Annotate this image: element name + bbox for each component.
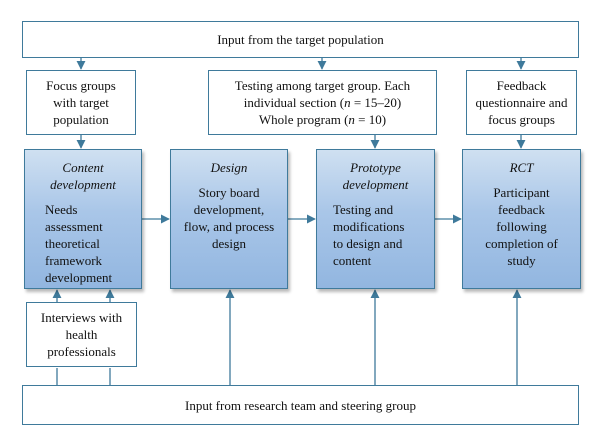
rct-stage: RCT Participant feedback following compl… [462,149,581,289]
stage-body-line: completion of [485,236,558,251]
stage-body-line: Testing and [333,202,394,217]
feedback-line: Feedback [496,78,547,93]
stage-heading-line: development [50,177,116,192]
stage-heading-line: RCT [509,160,534,175]
stage-body-line: Participant [493,185,550,200]
stage-body-line: development [45,270,113,285]
feedback-line: questionnaire and [475,95,568,110]
stage-heading: Content development [50,159,116,193]
n-symbol: n [348,112,355,127]
testing-line-3-text: Whole program ( [258,112,349,127]
testing-line-2-range: = 15–20) [350,95,402,110]
focus-groups-box: Focus groups with target population [26,70,136,135]
research-team-input-bar: Input from research team and steering gr… [22,385,579,425]
stage-body-line: assessment [45,219,103,234]
interviews-box: Interviews with health professionals [26,302,137,367]
stage-body-line: content [333,253,372,268]
content-development-stage: Content development Needs assessment the… [24,149,142,289]
testing-line-3-count: = 10) [354,112,387,127]
interviews-line: health [65,327,98,342]
target-population-input-bar: Input from the target population [22,21,579,58]
stage-body-line: Story board [198,185,260,200]
focus-groups-line: Focus groups [46,78,116,93]
research-team-input-label: Input from research team and steering gr… [184,397,417,413]
stage-body-line: design [212,236,246,251]
stage-body: Testing and modifications to design and … [317,201,405,269]
testing-box: Testing among target group. Each individ… [208,70,437,135]
testing-line-3: Whole program (n = 10) [259,111,386,128]
stage-heading-line: Prototype [350,160,401,175]
prototype-development-stage: Prototype development Testing and modifi… [316,149,435,289]
testing-line-2-text: individual section ( [243,95,345,110]
design-stage: Design Story board development, flow, an… [170,149,288,289]
stage-body-line: development, [193,202,265,217]
interviews-line: professionals [47,344,116,359]
stage-body-line: Needs [45,202,78,217]
stage-body-line: to design and [333,236,403,251]
focus-groups-line: with target [53,95,109,110]
stage-heading: Design [211,159,248,176]
interviews-line: Interviews with [40,310,123,325]
stage-heading-line: development [342,177,409,192]
stage-body-line: theoretical [45,236,100,251]
stage-body-line: modifications [333,219,405,234]
feedback-box: Feedback questionnaire and focus groups [466,70,577,135]
focus-groups-line: population [53,112,109,127]
feedback-line: focus groups [488,112,555,127]
n-symbol: n [344,95,351,110]
stage-body-line: following [496,219,547,234]
stage-body-line: study [507,253,536,268]
stage-heading: Prototype development [343,159,409,193]
testing-line-1: Testing among target group. Each [234,78,411,93]
stage-body: Story board development, flow, and proce… [184,184,275,252]
stage-body-line: framework [45,253,103,268]
stage-heading: RCT [510,159,534,176]
stage-heading-line: Design [210,160,248,175]
stage-body-line: flow, and process [183,219,275,234]
stage-heading-line: Content [62,160,104,175]
stage-body-line: feedback [498,202,545,217]
stage-body: Participant feedback following completio… [485,184,558,269]
testing-line-2: individual section (n = 15–20) [244,94,402,111]
stage-body: Needs assessment theoretical framework d… [25,201,112,286]
target-population-input-label: Input from the target population [217,32,384,47]
